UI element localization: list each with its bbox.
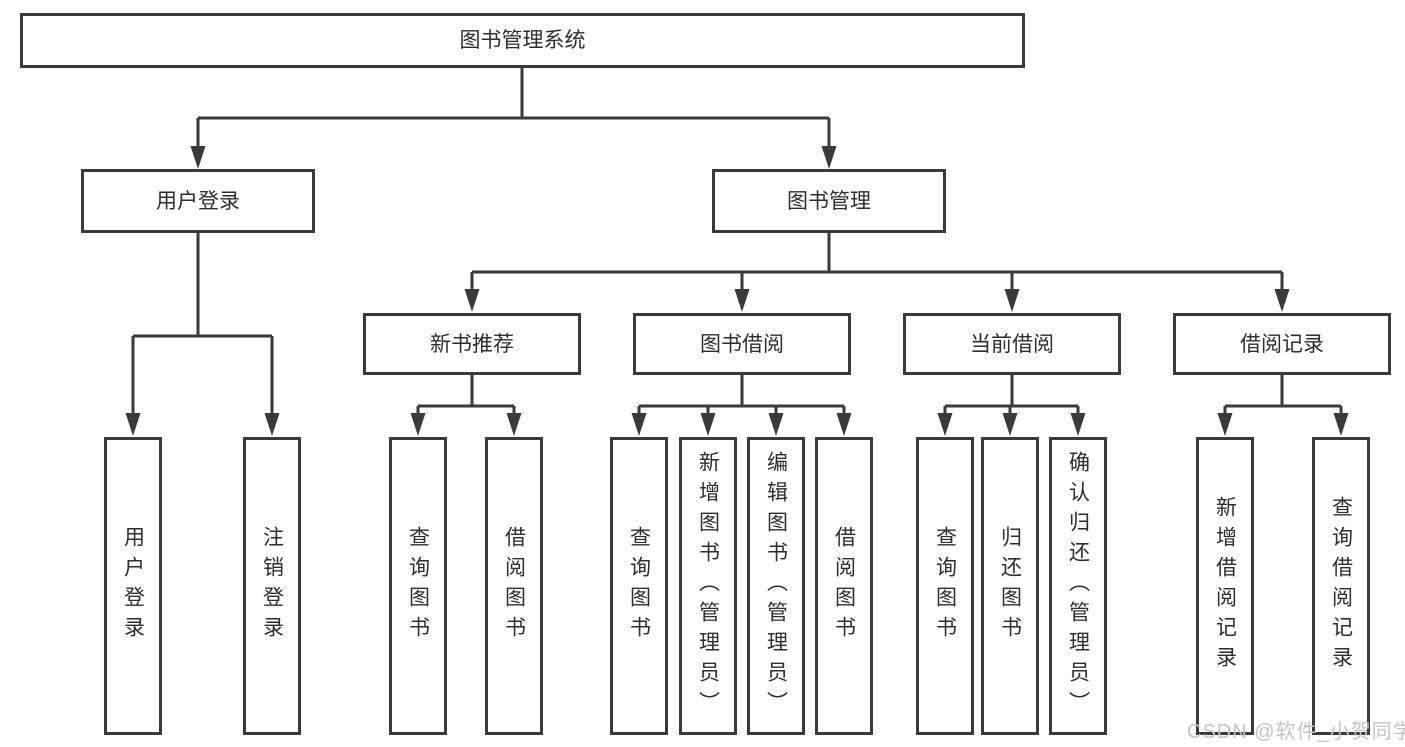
node-label: 归还图书 [998,526,1022,646]
node-book-management: 图书管理 [712,169,946,233]
node-label: 新书推荐 [430,332,514,356]
arrow-icon [264,413,280,436]
node-query-books-current: 查询图书 [916,437,974,735]
node-borrow-books-recommend: 借阅图书 [485,437,543,735]
arrow-icon [1217,413,1233,436]
arrow-icon [937,413,953,436]
node-label: 图书管理系统 [459,29,586,52]
csdn-watermark: CSDN @软件_小贺同学 [1187,721,1405,743]
node-query-books-borrowing: 查询图书 [610,437,668,735]
node-return-books: 归还图书 [981,437,1039,735]
node-user-login: 用户登录 [81,169,315,233]
node-new-book-recommendation: 新书推荐 [363,313,581,375]
arrow-icon [631,413,647,436]
node-borrow-books-action: 借阅图书 [815,437,873,735]
arrow-icon [1070,413,1086,436]
arrow-icon [1274,289,1290,312]
arrow-icon [410,413,426,436]
arrow-icon [768,413,784,436]
node-label: 借阅记录 [1240,332,1324,356]
node-query-borrow-record: 查询借阅记录 [1312,437,1370,735]
node-label: 当前借阅 [970,332,1054,356]
node-label: 图书借阅 [700,332,784,356]
node-library-management-system: 图书管理系统 [20,13,1025,68]
arrow-icon [821,146,837,169]
arrow-icon [1002,413,1018,436]
arrow-icon [734,289,750,312]
node-edit-books-admin: 编辑图书（管理员） [747,437,805,735]
node-label: 借阅图书 [502,526,526,646]
arrow-icon [1333,413,1349,436]
node-label: 借阅图书 [832,526,856,646]
node-label: 用户登录 [156,189,240,213]
node-label: 查询借阅记录 [1329,496,1353,676]
arrow-icon [464,289,480,312]
arrow-icon [700,413,716,436]
arrow-icon [836,413,852,436]
node-label: 新增图书（管理员） [696,451,720,721]
node-label: 查询图书 [933,526,957,646]
node-label: 查询图书 [627,526,651,646]
arrow-icon [1004,289,1020,312]
node-label: 编辑图书（管理员） [764,451,788,721]
node-user-login-action: 用户登录 [104,437,162,735]
node-label: 查询图书 [406,526,430,646]
node-label: 注销登录 [260,526,284,646]
arrow-icon [125,413,141,436]
node-label: 新增借阅记录 [1213,496,1237,676]
node-add-books-admin: 新增图书（管理员） [679,437,737,735]
node-label: 用户登录 [121,526,145,646]
node-query-books-recommend: 查询图书 [389,437,447,735]
node-logout-action: 注销登录 [243,437,301,735]
node-borrowing-records: 借阅记录 [1173,313,1391,375]
arrow-icon [506,413,522,436]
node-label: 确认归还（管理员） [1066,451,1090,721]
node-label: 图书管理 [787,189,871,213]
node-current-borrowing: 当前借阅 [903,313,1121,375]
arrow-icon [190,146,206,169]
node-confirm-return-admin: 确认归还（管理员） [1049,437,1107,735]
node-add-borrow-record: 新增借阅记录 [1196,437,1254,735]
node-book-borrowing: 图书借阅 [633,313,851,375]
